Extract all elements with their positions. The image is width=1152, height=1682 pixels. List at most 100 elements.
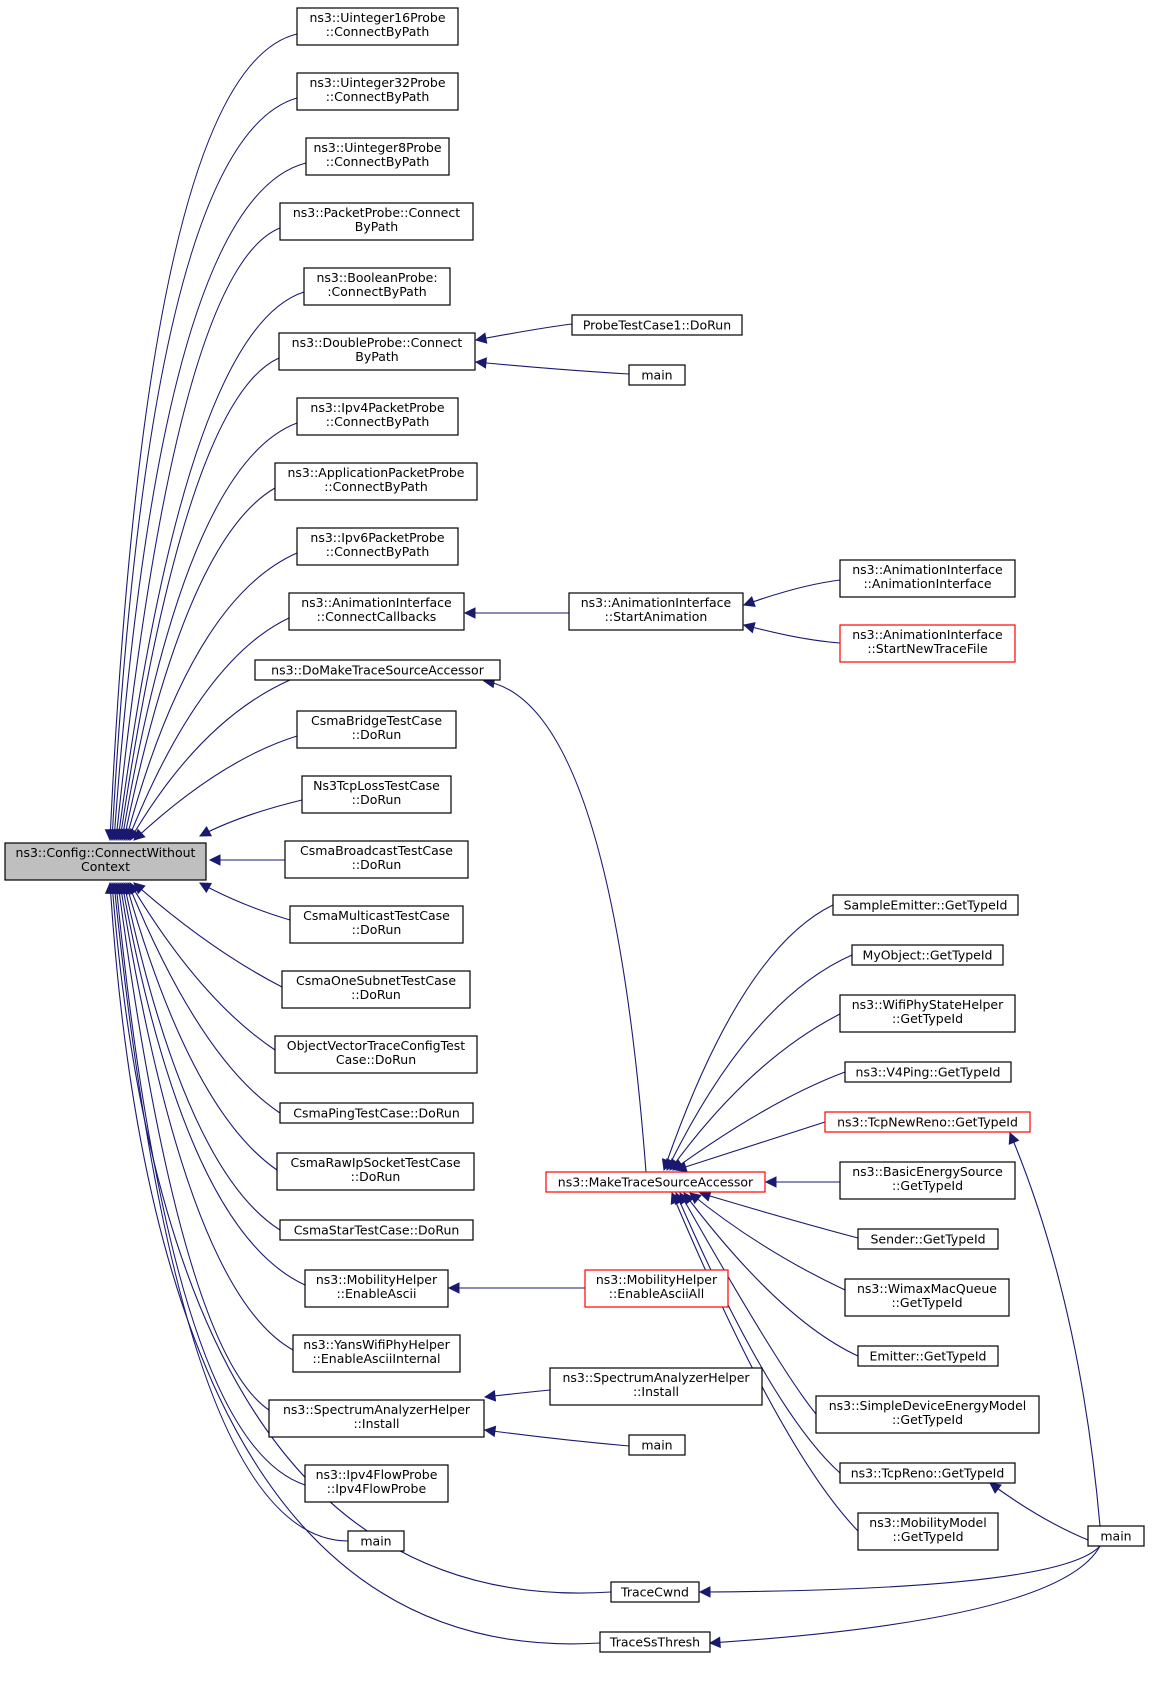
edge-tcpreno [674, 1191, 841, 1474]
node-label: ::Install [353, 1416, 399, 1431]
node-label: ::DoRun [352, 792, 402, 807]
node-label: ::ConnectByPath [326, 154, 430, 169]
node-label: ns3::Uinteger8Probe [313, 140, 441, 155]
node-myobj[interactable]: MyObject::GetTypeId [851, 944, 1004, 966]
node-label: ::ConnectByPath [326, 24, 430, 39]
edge-ipv6p [123, 552, 298, 842]
node-make[interactable]: ns3::MakeTraceSourceAccessor [545, 1171, 766, 1193]
node-domake[interactable]: ns3::DoMakeTraceSourceAccessor [254, 659, 501, 681]
node-csmabr[interactable]: CsmaBridgeTestCase::DoRun [296, 710, 457, 749]
node-csmaping[interactable]: CsmaPingTestCase::DoRun [279, 1102, 474, 1124]
node-u16[interactable]: ns3::Uinteger16Probe::ConnectByPath [296, 7, 459, 46]
node-sampleem[interactable]: SampleEmitter::GetTypeId [832, 894, 1019, 916]
node-label: ns3::WifiPhyStateHelper [852, 997, 1004, 1012]
node-wimax[interactable]: ns3::WimaxMacQueue::GetTypeId [844, 1278, 1010, 1317]
node-csmaone[interactable]: CsmaOneSubnetTestCase::DoRun [281, 970, 471, 1009]
node-box [296, 72, 459, 111]
edge-main2 [474, 357, 630, 375]
edge-u8 [108, 162, 307, 842]
node-label: main [1100, 1529, 1131, 1544]
edge-make [482, 676, 647, 1173]
node-label: ns3::YansWifiPhyHelper [303, 1337, 450, 1352]
node-basicen[interactable]: ns3::BasicEnergySource::GetTypeId [839, 1161, 1016, 1200]
node-ipv6p[interactable]: ns3::Ipv6PacketProbe::ConnectByPath [296, 527, 459, 566]
node-probetc[interactable]: ProbeTestCase1::DoRun [571, 314, 743, 336]
node-label: ::GetTypeId [892, 1529, 963, 1544]
edge-sender [698, 1190, 859, 1239]
node-tracecwnd[interactable]: TraceCwnd [610, 1581, 700, 1603]
node-csmaraw[interactable]: CsmaRawIpSocketTestCase::DoRun [276, 1152, 475, 1191]
node-label: ns3::WimaxMacQueue [857, 1281, 997, 1296]
node-label: CsmaBroadcastTestCase [300, 843, 453, 858]
edge-csmabc [208, 854, 285, 866]
node-box [844, 1061, 1012, 1083]
node-label: ObjectVectorTraceConfigTest [287, 1038, 466, 1053]
edge-csmastar [120, 881, 281, 1231]
call-graph-edges [104, 33, 1101, 1649]
node-label: ns3::Uinteger32Probe [309, 75, 445, 90]
node-main2[interactable]: main [628, 364, 686, 386]
node-specinst[interactable]: ns3::SpectrumAnalyzerHelper::Install [549, 1367, 763, 1406]
node-mobmodel[interactable]: ns3::MobilityModel::GetTypeId [857, 1512, 999, 1551]
node-label: ns3::AnimationInterface [581, 595, 732, 610]
node-mobeaall[interactable]: ns3::MobilityHelper::EnableAsciiAll [584, 1269, 729, 1308]
node-wifips[interactable]: ns3::WifiPhyStateHelper::GetTypeId [839, 994, 1016, 1033]
node-box [832, 894, 1019, 916]
edge-main4d [708, 1545, 1101, 1649]
node-yans[interactable]: ns3::YansWifiPhyHelper::EnableAsciiInter… [292, 1334, 461, 1373]
node-label: ::Ipv4FlowProbe [327, 1481, 427, 1496]
node-v4ping[interactable]: ns3::V4Ping::GetTypeId [844, 1061, 1012, 1083]
node-label: Context [81, 859, 130, 874]
node-pkt[interactable]: ns3::PacketProbe::ConnectByPath [279, 202, 474, 241]
node-emitter[interactable]: Emitter::GetTypeId [857, 1345, 999, 1367]
node-bool[interactable]: ns3::BooleanProbe::ConnectByPath [303, 267, 451, 306]
edge-main4c [698, 1545, 1101, 1598]
node-box [839, 559, 1016, 598]
edge-aniai [742, 579, 841, 607]
node-tcpreno[interactable]: ns3::TcpReno::GetTypeId [839, 1462, 1016, 1484]
node-box [1087, 1525, 1145, 1547]
node-simpledev[interactable]: ns3::SimpleDeviceEnergyModel::GetTypeId [815, 1395, 1040, 1434]
node-csmastar[interactable]: CsmaStarTestCase::DoRun [279, 1219, 474, 1241]
node-main1[interactable]: main [347, 1530, 405, 1552]
node-ipv4fp[interactable]: ns3::Ipv4FlowProbe::Ipv4FlowProbe [304, 1464, 449, 1503]
node-u32[interactable]: ns3::Uinteger32Probe::ConnectByPath [296, 72, 459, 111]
node-aniai[interactable]: ns3::AnimationInterface::AnimationInterf… [839, 559, 1016, 598]
node-app[interactable]: ns3::ApplicationPacketProbe::ConnectByPa… [274, 462, 478, 501]
node-label: ::ConnectByPath [324, 479, 428, 494]
node-label: ::DoRun [352, 922, 402, 937]
node-csmabc[interactable]: CsmaBroadcastTestCase::DoRun [284, 840, 469, 879]
node-label: TraceCwnd [620, 1585, 689, 1600]
node-box [281, 970, 471, 1009]
node-label: ns3::V4Ping::GetTypeId [856, 1065, 1001, 1080]
node-label: ::ConnectByPath [326, 414, 430, 429]
edge-tracess [104, 881, 601, 1645]
node-label: ns3::Ipv4FlowProbe [316, 1467, 438, 1482]
node-ipv4p[interactable]: ns3::Ipv4PacketProbe::ConnectByPath [296, 397, 459, 436]
node-label: ::GetTypeId [892, 1412, 963, 1427]
node-label: CsmaStarTestCase::DoRun [294, 1223, 460, 1238]
node-mobea[interactable]: ns3::MobilityHelper::EnableAscii [304, 1269, 449, 1308]
node-label: ::AnimationInterface [863, 576, 991, 591]
node-spec[interactable]: ns3::SpectrumAnalyzerHelper::Install [268, 1399, 485, 1438]
edge-ipv4p [118, 422, 298, 842]
node-sender[interactable]: Sender::GetTypeId [857, 1228, 999, 1250]
node-csmamc[interactable]: CsmaMulticastTestCase::DoRun [289, 905, 464, 944]
node-u8[interactable]: ns3::Uinteger8Probe::ConnectByPath [305, 137, 450, 176]
node-anistf[interactable]: ns3::AnimationInterface::StartNewTraceFi… [839, 624, 1016, 663]
node-anistart[interactable]: ns3::AnimationInterface::StartAnimation [568, 592, 744, 631]
node-box [278, 332, 476, 371]
node-label: ns3::ApplicationPacketProbe [287, 465, 464, 480]
node-anicc[interactable]: ns3::AnimationInterface::ConnectCallback… [288, 592, 465, 631]
node-main3[interactable]: main [628, 1434, 686, 1456]
node-main4[interactable]: main [1087, 1525, 1145, 1547]
node-ns3tcp[interactable]: Ns3TcpLossTestCase::DoRun [301, 775, 452, 814]
edge-csmamc [199, 882, 291, 921]
node-newreno[interactable]: ns3::TcpNewReno::GetTypeId [824, 1111, 1031, 1133]
node-dbl[interactable]: ns3::DoubleProbe::ConnectByPath [278, 332, 476, 371]
node-tracess[interactable]: TraceSsThresh [599, 1631, 711, 1653]
node-label: ::GetTypeId [891, 1295, 962, 1310]
node-label: Case::DoRun [336, 1052, 416, 1067]
